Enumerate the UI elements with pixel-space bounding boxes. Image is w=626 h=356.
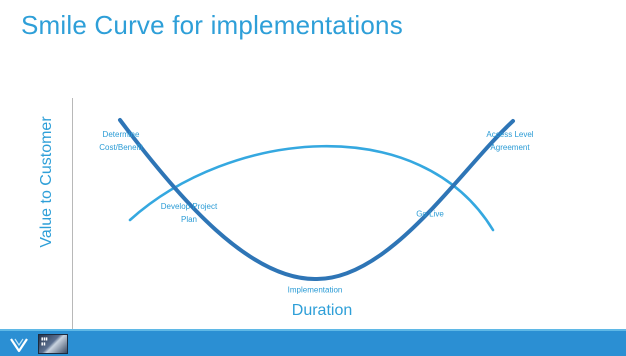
label-access-level-agreement: Access Level Agreement: [486, 130, 534, 152]
label-implementation: Implementation: [287, 285, 343, 295]
x-axis-label: Duration: [291, 302, 353, 319]
label-go-live: Go Live: [416, 209, 444, 219]
slide-thumbnail-icon: ▮▮▮▮▮: [38, 334, 68, 354]
label-determine-cost-benefit: Determine Cost/Benefit: [99, 130, 143, 152]
y-axis-line: [72, 98, 73, 330]
footer-accent-strip: [0, 329, 626, 331]
thumbnail-glyph: ▮▮▮▮▮: [41, 336, 48, 346]
footer-bar: [0, 331, 626, 356]
slide-title: Smile Curve for implementations: [21, 10, 403, 40]
smile-curve: [118, 118, 515, 282]
v-logo-icon: [10, 338, 28, 353]
label-develop-project-plan: Develop Project Plan: [160, 202, 218, 224]
